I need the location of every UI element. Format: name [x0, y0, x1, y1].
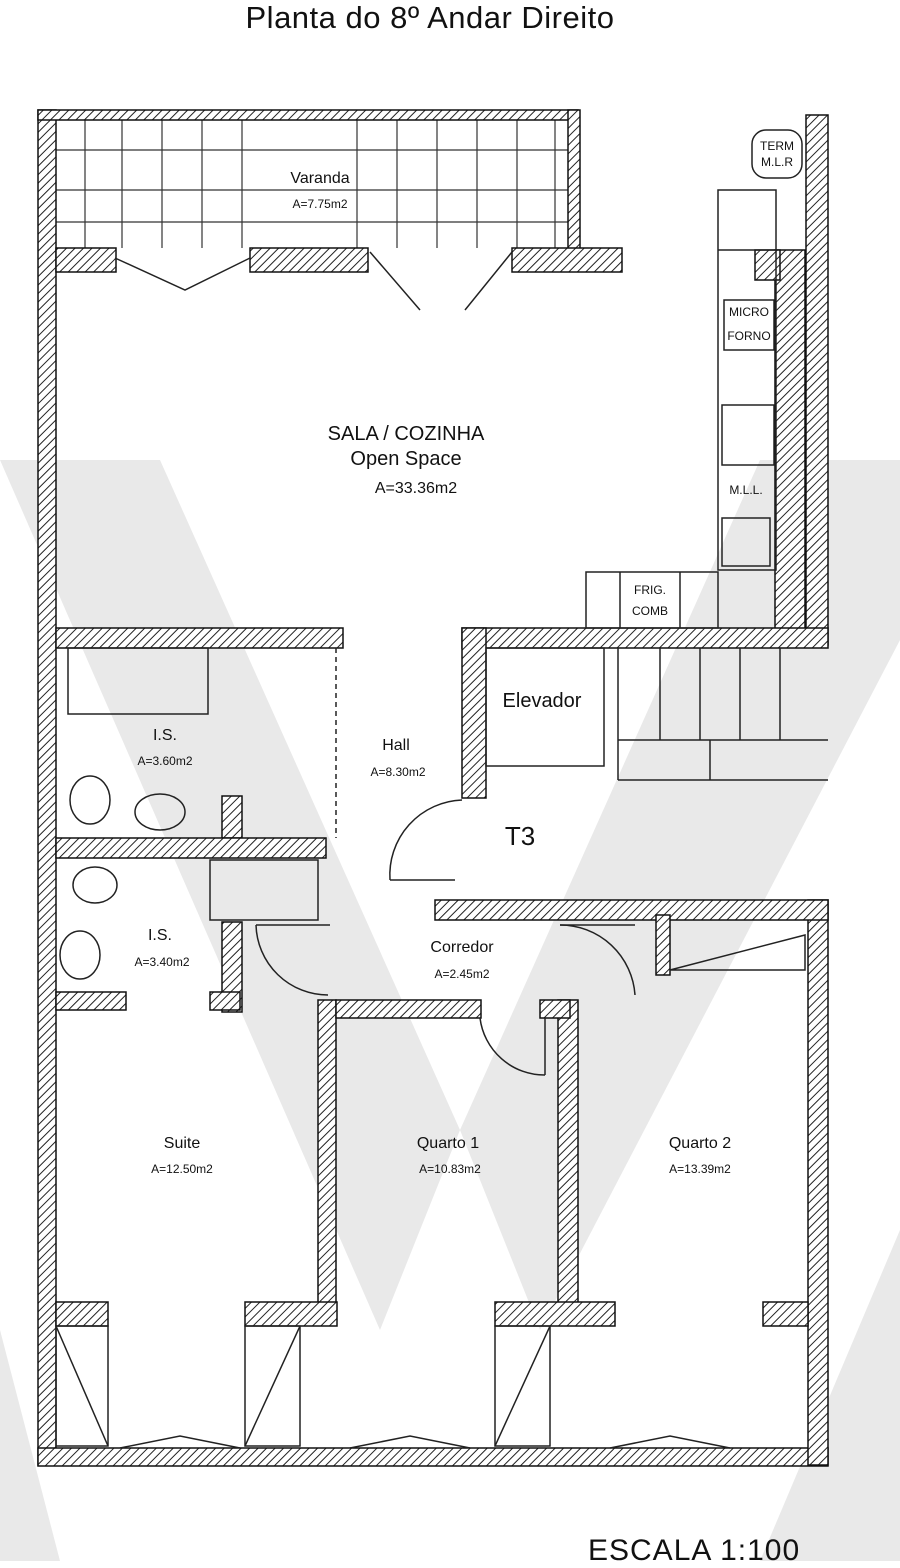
hall-name: Hall — [382, 737, 410, 754]
walls — [37, 109, 829, 1467]
corredor-name: Corredor — [430, 939, 494, 956]
is1-area: A=3.60m2 — [137, 754, 192, 768]
term-label: TERM — [760, 139, 794, 153]
elevador-name: Elevador — [503, 690, 582, 712]
micro-label: MICRO — [729, 305, 769, 319]
quarto2-name: Quarto 2 — [669, 1135, 731, 1152]
quarto1-name: Quarto 1 — [417, 1135, 479, 1152]
forno-label: FORNO — [727, 329, 770, 343]
quarto1-area: A=10.83m2 — [419, 1162, 481, 1176]
varanda-name: Varanda — [290, 170, 349, 187]
suite-name: Suite — [164, 1135, 201, 1152]
page-title: Planta do 8º Andar Direito — [245, 0, 615, 35]
plan-lines — [55, 129, 828, 1449]
quarto2-area: A=13.39m2 — [669, 1162, 731, 1176]
varanda-area: A=7.75m2 — [292, 197, 347, 211]
sala-name: SALA / COZINHA — [328, 423, 485, 445]
hall-area: A=8.30m2 — [370, 765, 425, 779]
mll-label: M.L.L. — [729, 483, 762, 497]
is1-name: I.S. — [153, 727, 177, 744]
is2-area: A=3.40m2 — [134, 955, 189, 969]
is2-name: I.S. — [148, 927, 172, 944]
varanda-tiles — [55, 118, 575, 248]
corredor-area: A=2.45m2 — [434, 967, 489, 981]
sala-area: A=33.36m2 — [375, 480, 457, 497]
sala-sub: Open Space — [350, 448, 461, 470]
frig-label: FRIG. — [634, 583, 666, 597]
scale-label: ESCALA 1:100 — [588, 1534, 801, 1567]
suite-area: A=12.50m2 — [151, 1162, 213, 1176]
comb-label: COMB — [632, 604, 668, 618]
mlr-label: M.L.R — [761, 155, 793, 169]
unit-label: T3 — [505, 821, 535, 851]
